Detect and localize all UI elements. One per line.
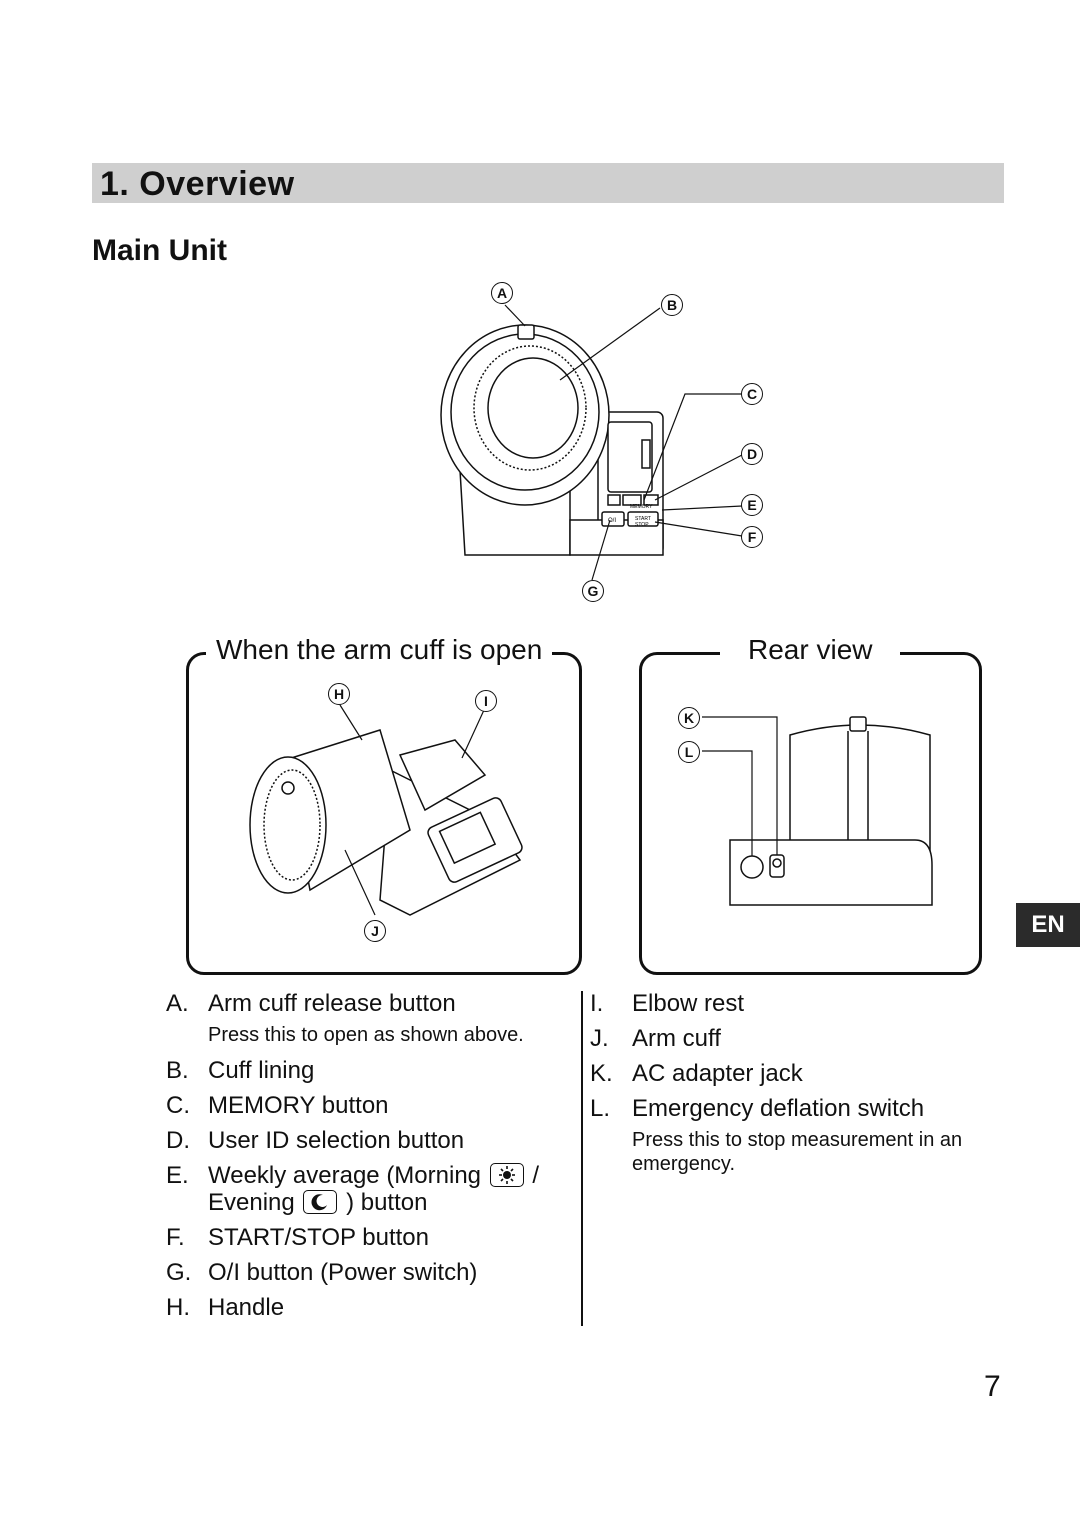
sun-icon xyxy=(489,1163,524,1187)
list-label: AC adapter jack xyxy=(632,1060,803,1087)
section-heading-bar: 1. Overview xyxy=(92,163,1004,203)
open-cuff-illustration xyxy=(249,704,523,916)
callout-b: B xyxy=(661,294,683,316)
callout-j: J xyxy=(364,920,386,942)
list-note-a: Press this to open as shown above. xyxy=(208,1024,524,1046)
list-label: User ID selection button xyxy=(208,1127,465,1154)
list-item-e: E. Weekly average (Morning / Evening ) b… xyxy=(166,1162,576,1216)
open-cuff-panel-title: When the arm cuff is open xyxy=(206,634,553,666)
list-letter: G. xyxy=(166,1259,192,1286)
callout-c: C xyxy=(741,383,763,405)
list-item-f: F. START/STOP button xyxy=(166,1220,576,1255)
list-letter: E. xyxy=(166,1162,189,1189)
callout-g: G xyxy=(582,580,604,602)
callout-d: D xyxy=(741,443,763,465)
rear-view-illustration xyxy=(702,716,933,906)
rear-view-panel-title: Rear view xyxy=(720,634,901,666)
list-letter: I. xyxy=(590,990,604,1017)
list-letter: A. xyxy=(166,990,189,1017)
list-item-j: J. Arm cuff xyxy=(590,1021,1010,1056)
list-label: / xyxy=(532,1162,540,1189)
callout-f: F xyxy=(741,526,763,548)
list-item-k: K. AC adapter jack xyxy=(590,1056,1010,1091)
memory-text: MEMORY xyxy=(630,504,653,510)
stop-text: STOP xyxy=(635,522,649,528)
start-text: START xyxy=(635,516,651,522)
list-label: Arm cuff xyxy=(632,1025,721,1052)
list-label: Weekly average (Morning xyxy=(208,1162,482,1189)
list-item-g: G. O/I button (Power switch) xyxy=(166,1255,576,1290)
callout-a: A xyxy=(491,282,513,304)
callout-i: I xyxy=(475,690,497,712)
list-label: Emergency deflation switch xyxy=(632,1095,925,1122)
list-item-d: D. User ID selection button xyxy=(166,1123,576,1158)
list-item-b: B. Cuff lining xyxy=(166,1053,576,1088)
list-item-c: C. MEMORY button xyxy=(166,1088,576,1123)
parts-list-right: I. Elbow rest J. Arm cuff K. AC adapter … xyxy=(590,986,1010,1182)
list-letter: L. xyxy=(590,1095,611,1122)
list-item-h: H. Handle xyxy=(166,1290,576,1325)
list-letter: B. xyxy=(166,1057,189,1084)
parts-list-left: A. Arm cuff release button Press this to… xyxy=(166,986,576,1325)
list-letter: C. xyxy=(166,1092,190,1119)
language-tab: EN xyxy=(1016,903,1080,947)
moon-icon xyxy=(303,1190,338,1214)
list-label: START/STOP button xyxy=(208,1224,429,1251)
subsection-title: Main Unit xyxy=(92,234,227,267)
list-letter: J. xyxy=(590,1025,609,1052)
callout-l: L xyxy=(678,741,700,763)
list-item-i: I. Elbow rest xyxy=(590,986,1010,1021)
list-label: Arm cuff release button xyxy=(208,990,456,1017)
list-label: O/I button (Power switch) xyxy=(208,1259,478,1286)
list-label: ) button xyxy=(346,1189,428,1216)
list-label: Evening xyxy=(208,1189,295,1216)
page-number: 7 xyxy=(984,1370,1001,1403)
list-letter: D. xyxy=(166,1127,190,1154)
list-letter: K. xyxy=(590,1060,613,1087)
power-text: O/I xyxy=(608,518,616,524)
list-label: MEMORY button xyxy=(208,1092,389,1119)
list-letter: H. xyxy=(166,1294,190,1321)
main-unit-illustration: MEMORY START STOP O/I xyxy=(440,304,743,581)
list-label: Handle xyxy=(208,1294,285,1321)
list-item-a: A. Arm cuff release button xyxy=(166,986,576,1021)
callout-h: H xyxy=(328,683,350,705)
callout-e: E xyxy=(741,494,763,516)
list-letter: F. xyxy=(166,1224,185,1251)
section-title: 1. Overview xyxy=(100,165,295,203)
list-label: Elbow rest xyxy=(632,990,745,1017)
list-label: Cuff lining xyxy=(208,1057,315,1084)
column-divider xyxy=(581,991,583,1326)
list-item-l: L. Emergency deflation switch xyxy=(590,1091,1010,1126)
callout-k: K xyxy=(678,707,700,729)
list-note-l: Press this to stop measurement in an eme… xyxy=(632,1129,963,1175)
